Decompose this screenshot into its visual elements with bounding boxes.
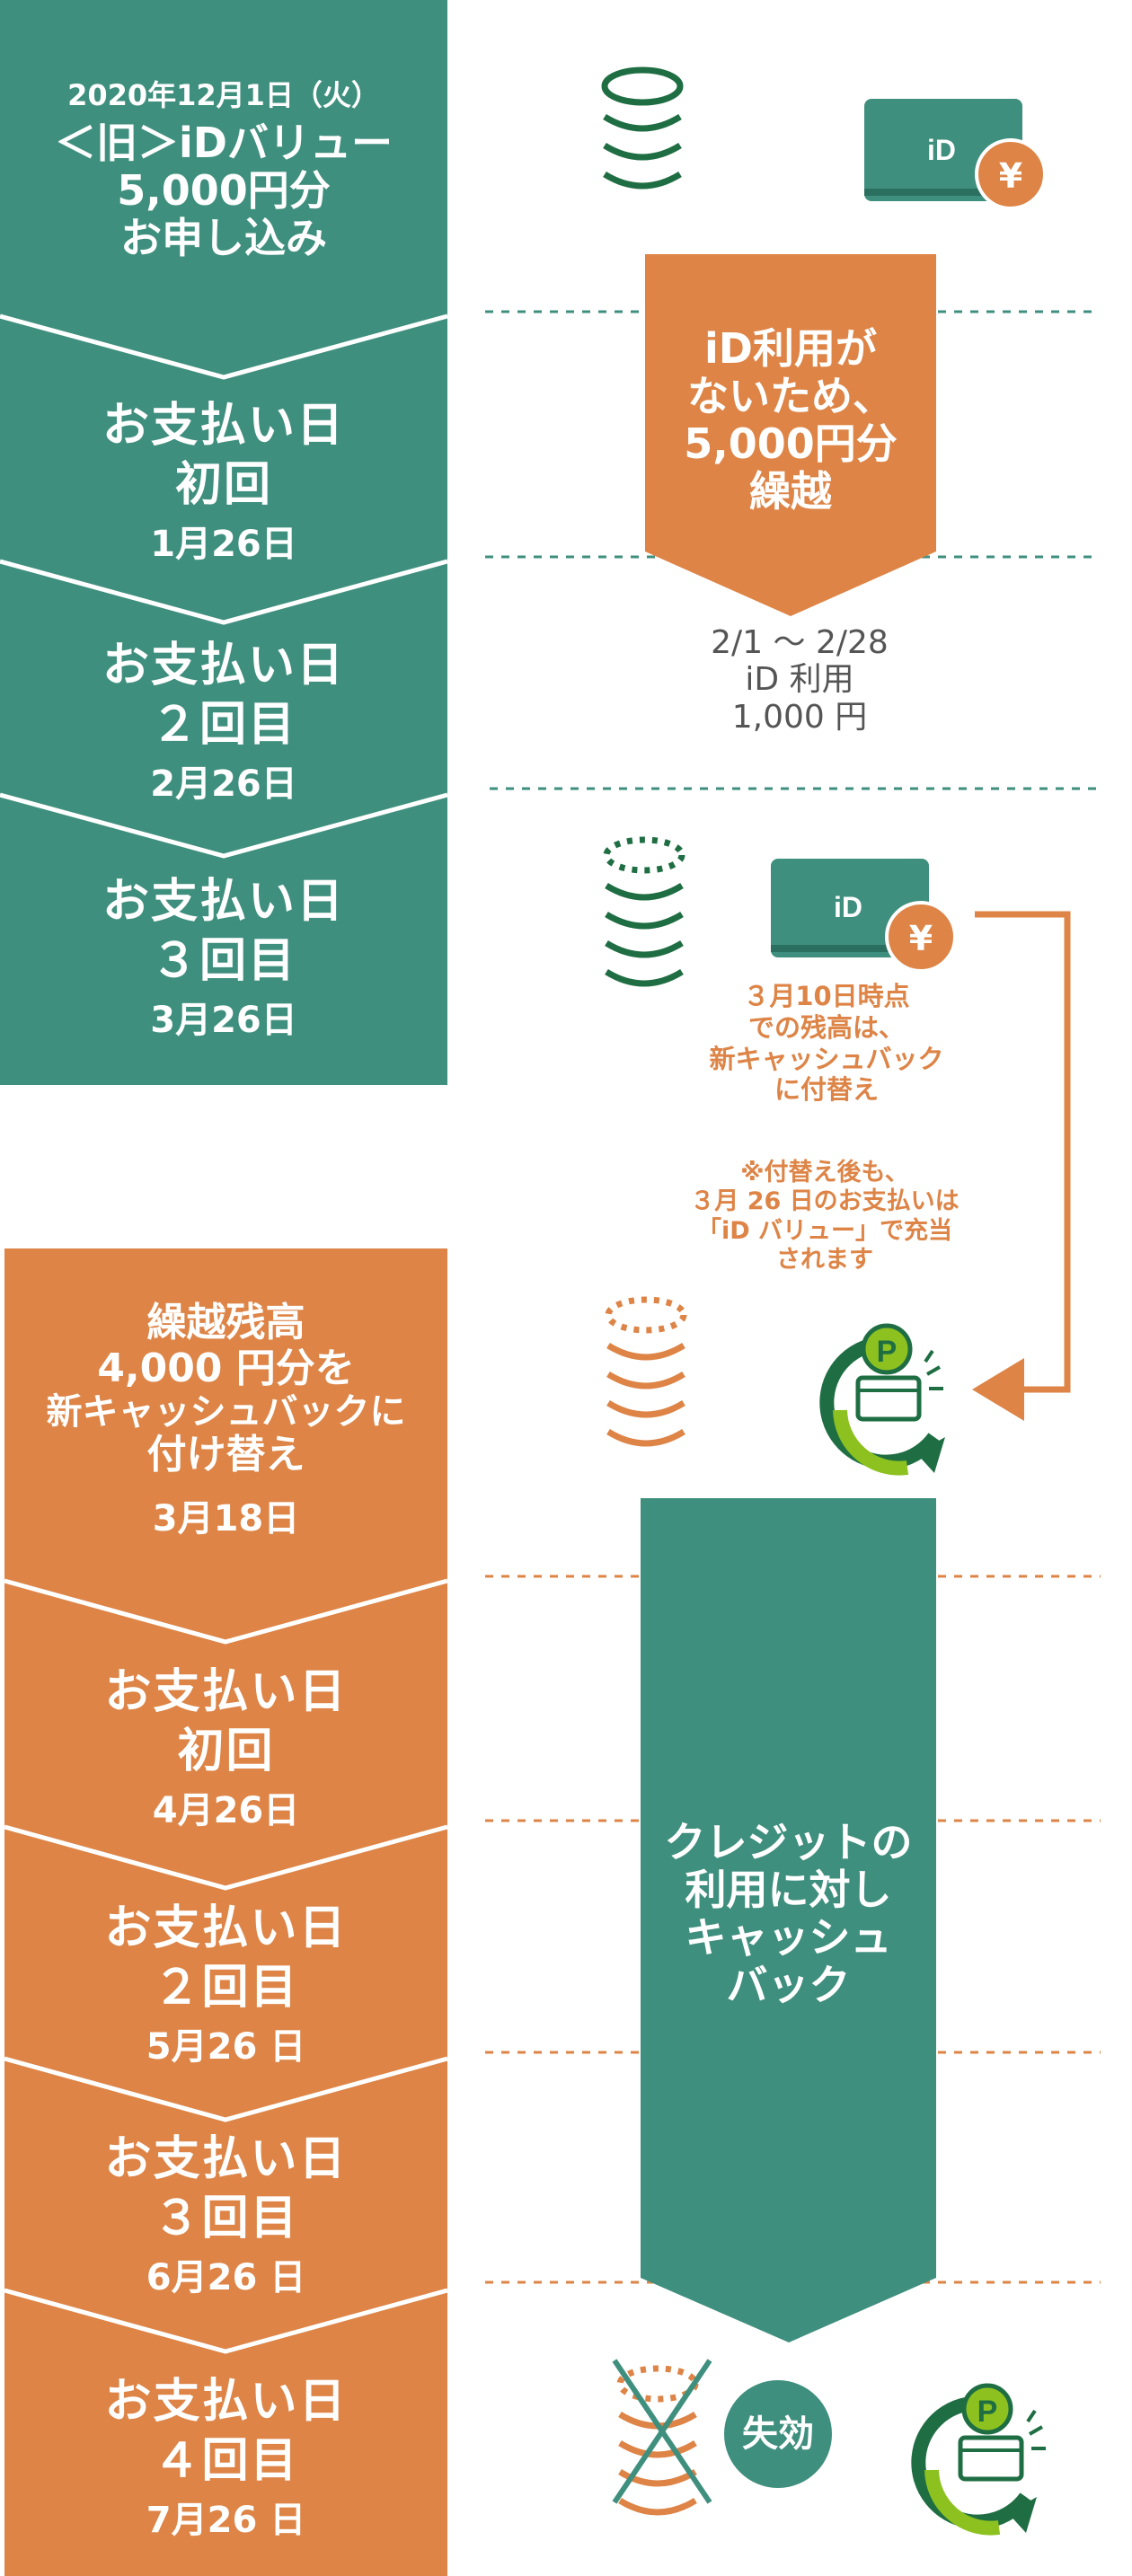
header-line2: 5,000円分 — [117, 165, 331, 215]
step-sub: ４回目 — [153, 2433, 299, 2488]
usage-period: 2/1 〜 2/28 — [711, 624, 889, 661]
orange-step-3: お支払い日 ３回目 6月26 日 — [4, 2132, 447, 2298]
transfer-note-line2: での残高は、 — [747, 1011, 905, 1043]
step-sub: 初回 — [177, 1724, 275, 1778]
header-date: 2020年12月1日（火） — [67, 78, 380, 112]
yen-text: ¥ — [999, 156, 1022, 196]
orange-header-date: 3月18日 — [152, 1497, 300, 1539]
transfer-remark-line1: ※付替え後も、 — [740, 1159, 909, 1187]
orange-step-1: お支払い日 初回 4月26日 — [4, 1665, 447, 1831]
orange-header-line4: 付け替え — [146, 1432, 305, 1478]
cashback-text: クレジットの 利用に対し キャッシュ バック — [641, 1819, 936, 2009]
usage-amount: 1,000 円 — [731, 698, 868, 736]
cashback-line2: 利用に対し — [685, 1865, 892, 1914]
card-label-text: iD — [927, 134, 956, 166]
coin-stack-icon — [605, 1296, 687, 1447]
carryover-text: iD利用が ないため、 5,000円分 繰越 — [645, 325, 936, 516]
carryover-arrow-shape — [645, 254, 936, 616]
card-label-text: iD — [834, 891, 862, 923]
step-date: 3月26日 — [150, 999, 297, 1041]
transfer-remark: ※付替え後も、 ３月 26 日のお支払いは 「iD バリュー」で充当 されます — [672, 1159, 977, 1275]
step-sub: ３回目 — [150, 933, 296, 988]
step-date: 4月26日 — [152, 1789, 300, 1831]
transfer-remark-line3: 「iD バリュー」で充当 — [696, 1216, 953, 1245]
step-title: お支払い日 — [102, 399, 345, 453]
usage-note: 2/1 〜 2/28 iD 利用 1,000 円 — [665, 624, 934, 736]
green-step-1: お支払い日 初回 1月26日 — [0, 399, 447, 565]
green-stack-background — [0, 0, 448, 1085]
transfer-note-line3: 新キャッシュバック — [709, 1043, 944, 1074]
cashback-line4: バック — [726, 1960, 851, 2009]
expired-badge: 失効 — [742, 2413, 814, 2455]
orange-header-line1: 繰越残高 — [146, 1300, 305, 1345]
step-date: 1月26日 — [150, 523, 297, 565]
point-text: P — [877, 1335, 898, 1369]
step-date: 7月26 日 — [146, 2499, 306, 2541]
step-title: お支払い日 — [104, 1901, 348, 1955]
cashback-line3: キャッシュ — [685, 1912, 892, 1962]
green-dashed-dividers — [485, 310, 1101, 790]
expired-coin-stack-icon — [612, 2359, 712, 2516]
coin-stack-icon — [601, 66, 684, 190]
transfer-connector-arrow — [972, 911, 1071, 1421]
step-title: お支払い日 — [102, 875, 345, 929]
point-cashback-icon: P — [911, 2383, 1046, 2536]
green-stack-header: 2020年12月1日（火） ＜旧＞iDバリュー 5,000円分 お申し込み — [0, 79, 447, 261]
carryover-line3: 5,000円分 — [684, 419, 898, 468]
carryover-line2: ないため、 — [687, 371, 894, 420]
orange-stack-background — [4, 1248, 448, 2576]
transfer-note: ３月10日時点 での残高は、 新キャッシュバック に付替え — [692, 981, 961, 1106]
step-title: お支払い日 — [104, 2132, 348, 2186]
green-step-3: お支払い日 ３回目 3月26日 — [0, 875, 447, 1041]
yen-text: ¥ — [909, 919, 933, 958]
orange-header-line3: 新キャッシュバックに — [46, 1391, 406, 1434]
yen-coin-icon: ¥ — [975, 138, 1047, 210]
expired-badge-circle — [724, 2380, 832, 2488]
usage-label: iD 利用 — [745, 661, 854, 699]
cashback-arrow-shape — [641, 1498, 936, 2342]
step-date: 6月26 日 — [146, 2256, 306, 2298]
step-sub: 初回 — [174, 457, 272, 512]
transfer-note-line4: に付替え — [774, 1074, 879, 1106]
carryover-line4: 繰越 — [749, 466, 832, 516]
coin-stack-icon — [603, 836, 685, 987]
transfer-note-line1: ３月10日時点 — [743, 981, 910, 1011]
step-title: お支払い日 — [104, 2375, 348, 2429]
point-text: P — [977, 2395, 998, 2429]
step-date: 5月26 日 — [146, 2025, 306, 2068]
step-title: お支払い日 — [102, 639, 345, 693]
step-title: お支払い日 — [104, 1665, 348, 1719]
transfer-remark-line2: ３月 26 日のお支払いは — [690, 1187, 960, 1216]
point-cashback-icon: P — [819, 1323, 945, 1476]
carryover-line1: iD利用が — [704, 324, 877, 373]
orange-stack-header: 繰越残高 4,000 円分を 新キャッシュバックに 付け替え 3月18日 — [4, 1300, 447, 1539]
orange-step-4: お支払い日 ４回目 7月26 日 — [4, 2375, 447, 2541]
header-line1: ＜旧＞iDバリュー — [55, 118, 393, 167]
step-sub: ２回目 — [153, 1960, 299, 2015]
step-sub: ３回目 — [153, 2191, 299, 2245]
header-line3: お申し込み — [120, 213, 327, 262]
yen-coin-icon: ¥ — [885, 901, 957, 973]
step-date: 2月26日 — [150, 763, 297, 805]
transfer-remark-line4: されます — [776, 1246, 873, 1275]
orange-header-line2: 4,000 円分を — [97, 1345, 355, 1391]
green-step-2: お支払い日 ２回目 2月26日 — [0, 639, 447, 805]
step-sub: ２回目 — [150, 697, 296, 752]
orange-step-2: お支払い日 ２回目 5月26 日 — [4, 1901, 447, 2068]
cashback-line1: クレジットの — [664, 1818, 913, 1866]
cross-icon — [612, 2359, 712, 2504]
